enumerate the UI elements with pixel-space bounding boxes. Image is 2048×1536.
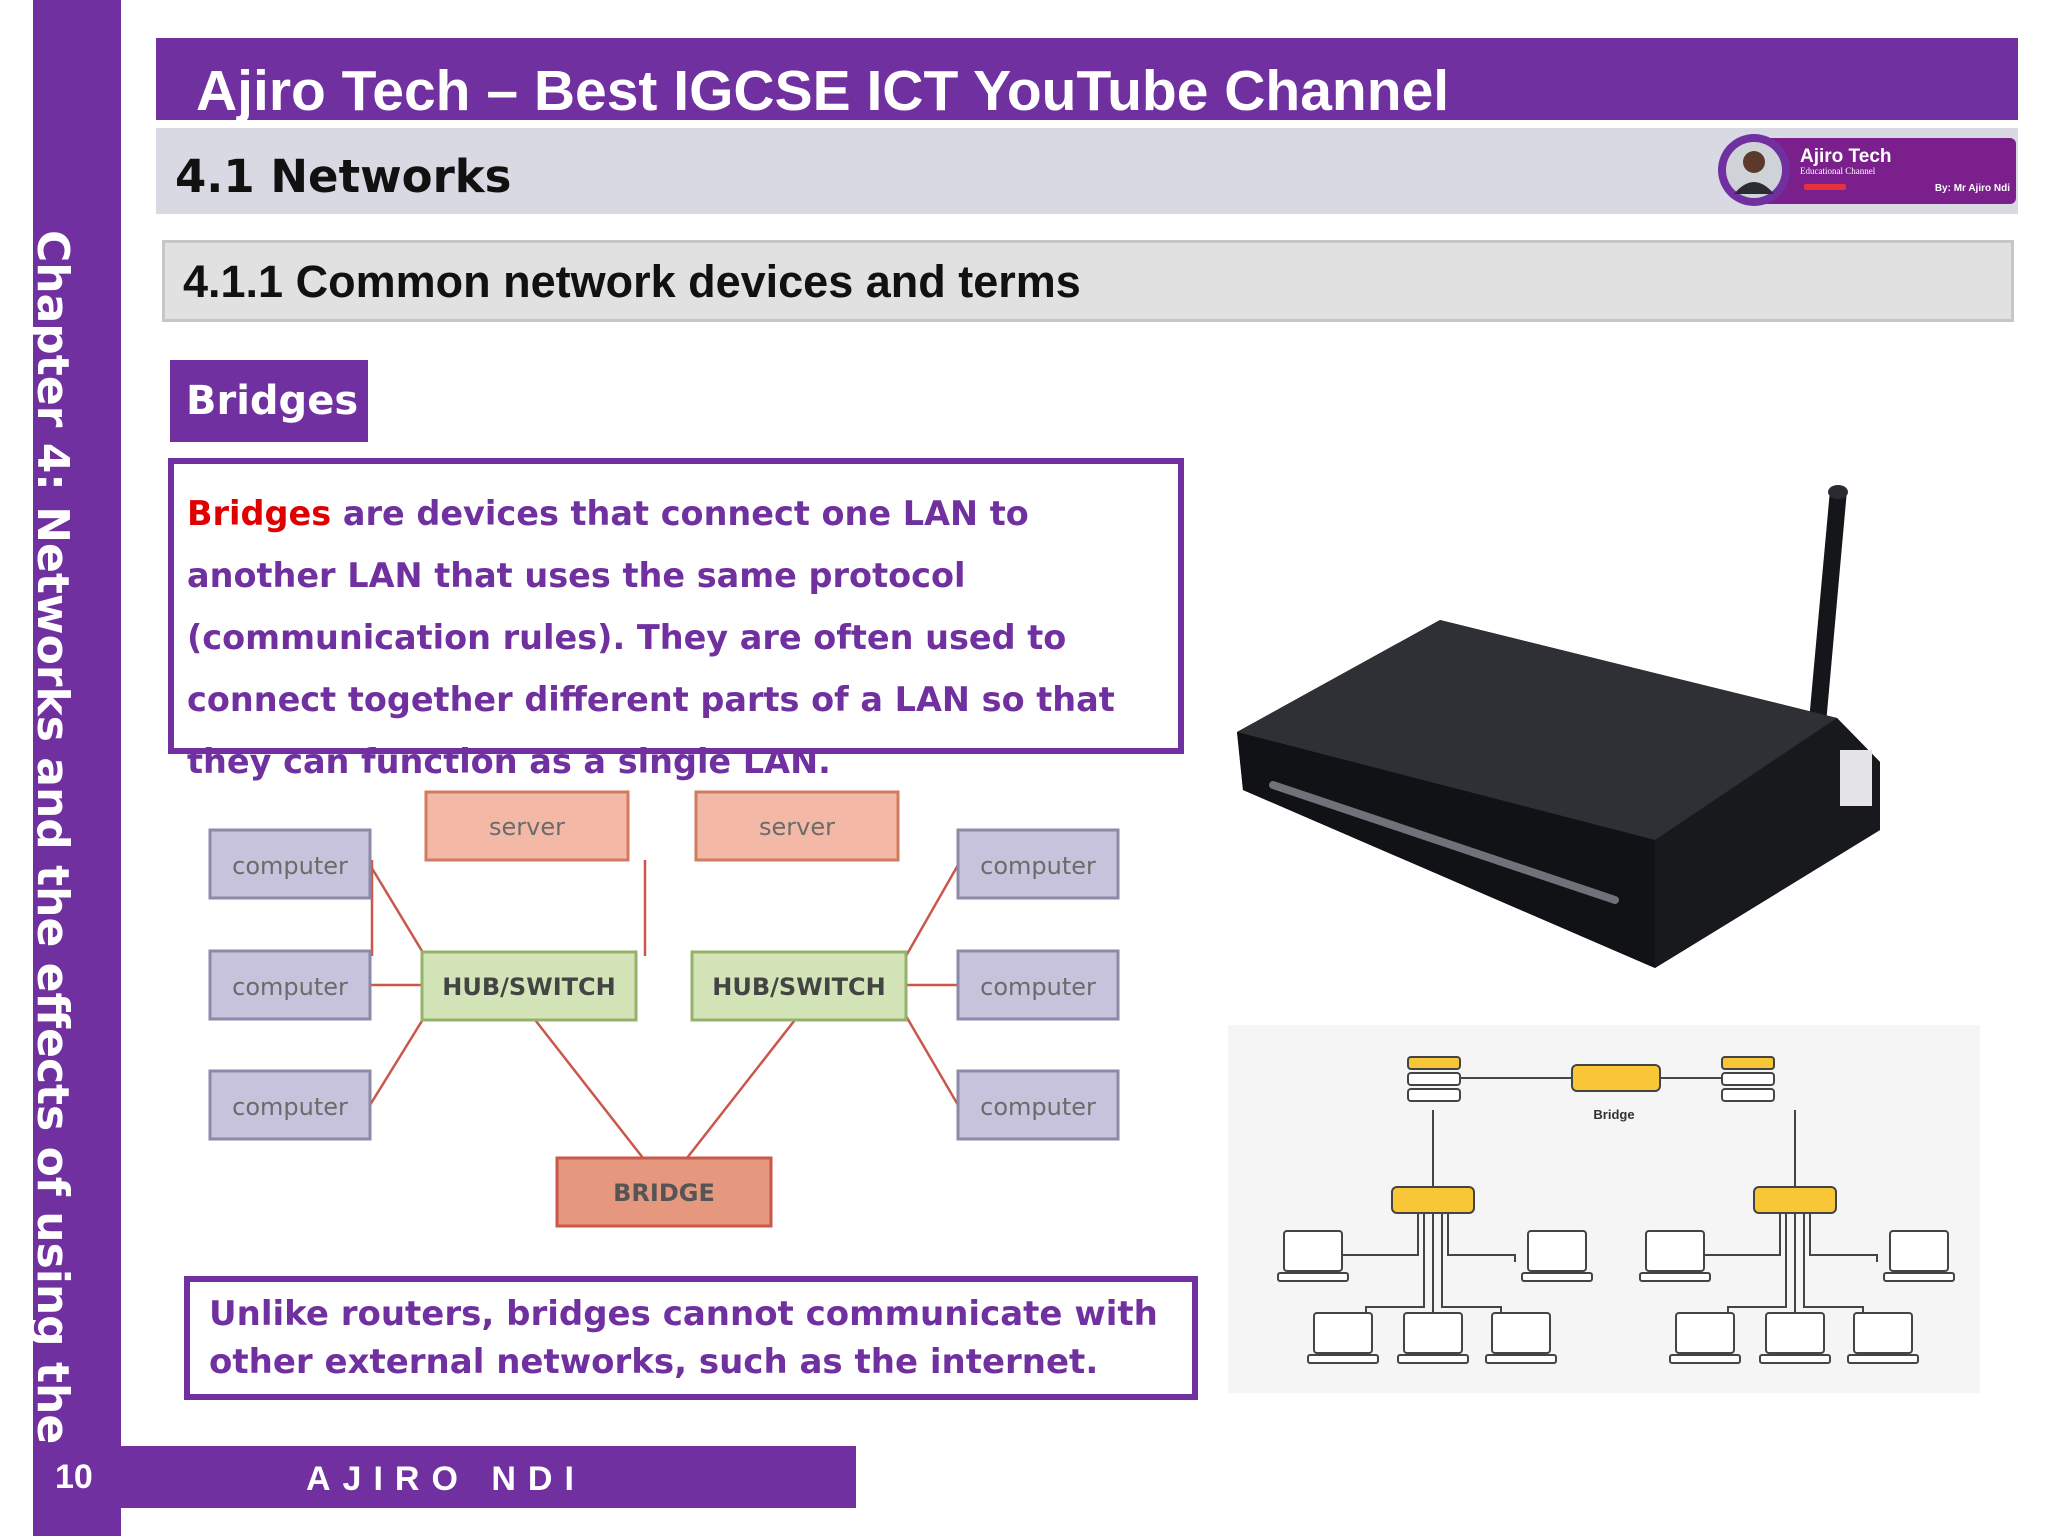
diagram-link xyxy=(904,1015,960,1106)
laptop-icon xyxy=(1283,1230,1343,1272)
subsection-banner xyxy=(162,240,2014,322)
definition-highlight: Bridges xyxy=(187,494,332,533)
server-icon xyxy=(1721,1072,1775,1086)
laptop-base xyxy=(1521,1272,1593,1282)
server-box-left xyxy=(424,790,630,862)
lan-wiring-left xyxy=(1339,1213,1516,1315)
computer-box xyxy=(208,828,372,900)
server-icon xyxy=(1721,1056,1775,1070)
computer-label: computer xyxy=(980,1093,1096,1121)
antenna-icon xyxy=(1808,490,1847,735)
subscribe-icon xyxy=(1804,184,1846,190)
footer-author: AJIRO NDI xyxy=(306,1460,586,1498)
computer-label: computer xyxy=(232,852,348,880)
switch-icon-right xyxy=(1753,1186,1837,1214)
computer-box xyxy=(956,828,1120,900)
diagram-link xyxy=(368,864,427,957)
laptop-base xyxy=(1397,1354,1469,1364)
computer-label: computer xyxy=(232,973,348,1001)
laptop-icon xyxy=(1645,1230,1705,1272)
section-title: 4.1 Networks xyxy=(175,150,512,203)
laptop-base xyxy=(1277,1272,1349,1282)
definition-body: are devices that connect one LAN to anot… xyxy=(187,494,1115,781)
laptop-icon xyxy=(1675,1312,1735,1354)
computer-box xyxy=(208,1069,372,1141)
footer-bar xyxy=(33,1446,856,1508)
switch-icon-left xyxy=(1391,1186,1475,1214)
title-banner xyxy=(156,38,2018,120)
bridge-label: BRIDGE xyxy=(613,1179,715,1207)
laptop-base xyxy=(1759,1354,1831,1364)
server-icon xyxy=(1407,1056,1461,1070)
bridge-topology-illustration: Bridge xyxy=(1228,1025,1980,1393)
diagram-link xyxy=(686,1015,799,1159)
note-text: Unlike routers, bridges cannot communica… xyxy=(209,1294,1158,1382)
bridge-box xyxy=(555,1156,773,1228)
subsection-title: 4.1.1 Common network devices and terms xyxy=(183,256,1081,307)
chapter-sidebar xyxy=(33,0,121,1536)
computer-box xyxy=(208,949,372,1021)
section-banner xyxy=(156,128,2018,214)
hub-box-right xyxy=(690,950,908,1022)
bridge-caption: Bridge xyxy=(1593,1107,1634,1122)
avatar-icon xyxy=(1743,151,1765,173)
diagram-link xyxy=(531,1015,644,1159)
diagram-link xyxy=(368,1015,427,1106)
bridge-device-photo xyxy=(1237,485,1880,968)
hub-label: HUB/SWITCH xyxy=(712,973,885,1001)
definition-box xyxy=(168,458,1184,754)
logo-name: Ajiro Tech xyxy=(1800,146,1892,167)
device-side xyxy=(1655,718,1880,968)
laptop-base xyxy=(1883,1272,1955,1282)
lan-wiring-right xyxy=(1701,1213,1878,1315)
laptop-icon xyxy=(1765,1312,1825,1354)
note-box xyxy=(184,1276,1198,1400)
bridge-device-icon xyxy=(1571,1064,1661,1092)
antenna-tip xyxy=(1828,485,1848,499)
light-strip xyxy=(1269,781,1619,904)
main-title: Ajiro Tech – Best IGCSE ICT YouTube Chan… xyxy=(196,59,1450,123)
server-icon xyxy=(1407,1072,1461,1086)
device-front xyxy=(1237,732,1655,968)
definition-text: Bridges are devices that connect one LAN… xyxy=(187,483,1172,793)
device-label-sticker xyxy=(1840,750,1872,806)
laptop-base xyxy=(1639,1272,1711,1282)
laptop-icon xyxy=(1853,1312,1913,1354)
server-label: server xyxy=(759,813,835,841)
laptop-base xyxy=(1485,1354,1557,1364)
computer-box xyxy=(956,1069,1120,1141)
topic-label: Bridges xyxy=(170,360,368,442)
logo-tagline: Educational Channel xyxy=(1800,166,1876,176)
laptop-icon xyxy=(1527,1230,1587,1272)
laptop-base xyxy=(1847,1354,1919,1364)
hub-label: HUB/SWITCH xyxy=(442,973,615,1001)
bridge-network-diagram: server server computer computer computer… xyxy=(208,790,1120,1228)
laptop-base xyxy=(1669,1354,1741,1364)
hub-box-left xyxy=(420,950,638,1022)
computer-label: computer xyxy=(980,852,1096,880)
laptop-icon xyxy=(1403,1312,1463,1354)
computer-label: computer xyxy=(232,1093,348,1121)
avatar-shoulders xyxy=(1734,182,1774,194)
server-label: server xyxy=(489,813,565,841)
server-box-right xyxy=(694,790,900,862)
server-icon xyxy=(1721,1088,1775,1102)
page-number: 10 xyxy=(55,1458,93,1496)
device-top xyxy=(1237,620,1837,840)
laptop-icon xyxy=(1313,1312,1373,1354)
server-icon xyxy=(1407,1088,1461,1102)
laptop-icon xyxy=(1491,1312,1551,1354)
diagram-link xyxy=(904,864,960,957)
channel-logo: Ajiro Tech Educational Channel By: Mr Aj… xyxy=(1718,134,2016,206)
chapter-title: Chapter 4: Networks and the effects of u… xyxy=(27,230,78,1491)
logo-byline: By: Mr Ajiro Ndi xyxy=(1935,183,2010,194)
laptop-icon xyxy=(1889,1230,1949,1272)
computer-label: computer xyxy=(980,973,1096,1001)
computer-box xyxy=(956,949,1120,1021)
laptop-base xyxy=(1307,1354,1379,1364)
